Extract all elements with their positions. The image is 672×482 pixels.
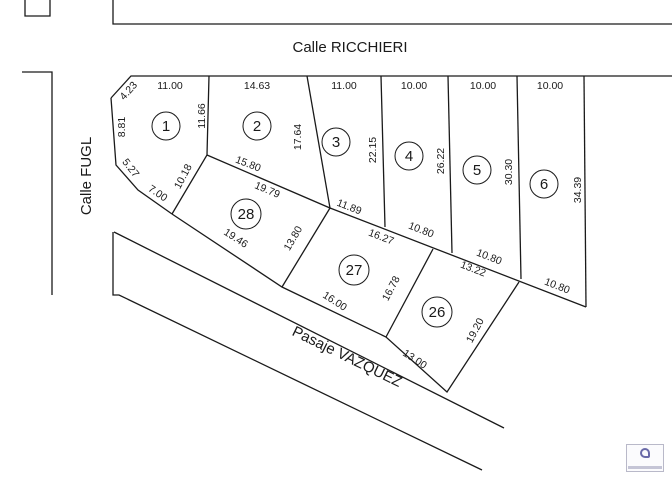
lot27-26-line (385, 248, 434, 338)
lot-26-marker: 26 (421, 296, 453, 328)
dim-lot28-west: 7.00 (146, 183, 170, 204)
lot-2-number: 2 (253, 118, 261, 135)
dim-lot2-back: 15.80 (234, 154, 263, 175)
dim-lot28-north: 19.79 (253, 180, 282, 201)
logo (626, 444, 664, 472)
dim-lot1-corner: 4.23 (117, 79, 140, 102)
street-name-south: Pasaje VAZQUEZ (289, 323, 404, 391)
lot-27-number: 27 (346, 262, 363, 279)
street-name-north: Calle RICCHIERI (292, 39, 407, 56)
dim-lot1-back: 10.18 (172, 162, 195, 191)
dim-lot4-front: 10.00 (401, 80, 427, 92)
lot-26-number: 26 (429, 304, 446, 321)
street-name-west: Calle FUGL (78, 137, 95, 215)
lot3-east-line (380, 75, 386, 228)
lot-28-circle (230, 198, 262, 230)
lot6-east-line (583, 75, 587, 308)
dim-lot2-front: 14.63 (244, 80, 270, 92)
pasaje-edge (113, 231, 505, 429)
dim-lot27-north: 16.27 (367, 227, 396, 248)
dim-lot5-front: 10.00 (470, 80, 496, 92)
dim-lot3-back: 11.89 (335, 197, 363, 217)
dim-lot26-north: 13.22 (459, 259, 488, 280)
dim-lot6-east: 34.39 (572, 177, 584, 203)
block-edge-top-left (24, 0, 51, 17)
lot-3-number: 3 (332, 134, 340, 151)
block-edge-left (22, 71, 53, 295)
lot-3-circle (321, 127, 351, 157)
lot-3-marker: 3 (321, 127, 351, 157)
dim-lot28-south: 19.46 (221, 226, 250, 250)
dim-lot1-west-lower: 5.27 (119, 156, 141, 180)
dim-lot27-south: 16.00 (320, 289, 349, 313)
dim-lot6-front: 10.00 (537, 80, 563, 92)
lot-6-circle (529, 169, 559, 199)
dim-lot28-east: 13.80 (282, 224, 306, 253)
lot-28-marker: 28 (230, 198, 262, 230)
lot-26-circle (421, 296, 453, 328)
lot-5-marker: 5 (462, 155, 492, 185)
dim-lot26-east: 19.20 (464, 316, 487, 345)
dim-lot1-front: 11.00 (157, 80, 183, 92)
lot-4-number: 4 (405, 148, 413, 165)
dim-lot1-west: 8.81 (116, 117, 128, 138)
dim-lot4-east: 26.22 (435, 148, 447, 174)
lot-6-marker: 6 (529, 169, 559, 199)
lot-5-number: 5 (473, 162, 481, 179)
dim-lot1-east: 11.66 (196, 103, 208, 129)
lot-28-number: 28 (238, 206, 255, 223)
lot-1-number: 1 (162, 118, 170, 135)
dim-lot6-back: 10.80 (543, 276, 572, 297)
logo-mark-icon (640, 448, 650, 458)
block-outline-north (110, 75, 672, 99)
dim-lot3-east: 22.15 (367, 137, 379, 163)
street-edges (22, 0, 672, 471)
lot-27-marker: 27 (338, 254, 370, 286)
rear-line (329, 207, 587, 308)
lot-5-circle (462, 155, 492, 185)
lot-4-marker: 4 (394, 141, 424, 171)
lot-1-marker: 1 (151, 111, 181, 141)
lot4-east-line (447, 75, 453, 254)
dim-lot4-back: 10.80 (407, 220, 436, 241)
logo-wordmark (628, 466, 662, 469)
lot-6-number: 6 (540, 176, 548, 193)
dim-lot26-south: 13.00 (400, 347, 429, 371)
dim-lot2-east: 17.64 (292, 124, 304, 150)
lot-4-circle (394, 141, 424, 171)
dim-lot3-front: 11.00 (331, 80, 357, 92)
lot-1-circle (151, 111, 181, 141)
block-outline-west (110, 97, 173, 215)
lot1-back-line (171, 75, 210, 215)
lot-2-circle (242, 111, 272, 141)
lot-2-marker: 2 (242, 111, 272, 141)
block-edge-bottom (112, 232, 483, 471)
lot-boundaries (110, 75, 672, 393)
lot28-27-line (281, 207, 331, 288)
lot5-east-line (516, 75, 522, 280)
dim-lot27-east: 16.78 (380, 274, 403, 303)
dim-lot5-east: 30.30 (503, 159, 515, 185)
block-edge-top-right (112, 0, 672, 25)
lot-27-circle (338, 254, 370, 286)
